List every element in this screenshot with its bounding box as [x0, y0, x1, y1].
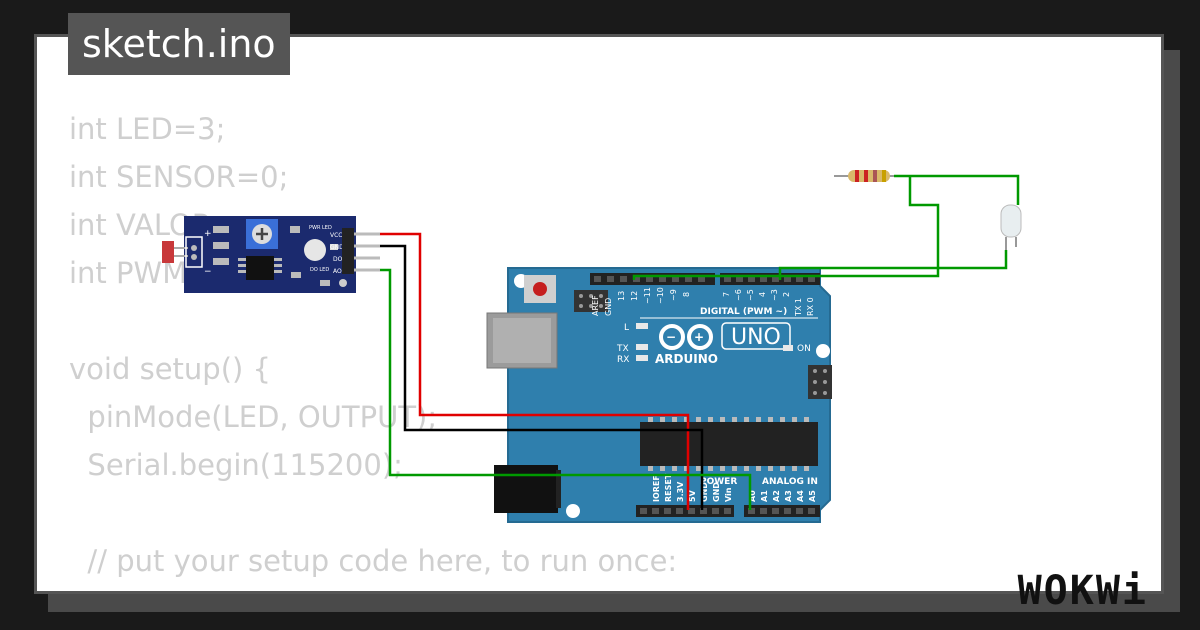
code-line: int PWM [69, 256, 188, 290]
plus-label: + [204, 229, 212, 239]
pin-label: 2 [782, 292, 791, 297]
do-led-label: DO LED [310, 267, 329, 273]
code-line: int LED=3; [69, 112, 226, 146]
pin-label: 13 [617, 291, 626, 301]
pin-label: AREF [591, 295, 600, 316]
pin-label: GND [712, 482, 721, 502]
pin-label: ~11 [643, 287, 652, 304]
minus-label: − [204, 267, 212, 277]
svg-text:−: − [666, 330, 676, 344]
pwr-led [304, 239, 326, 261]
filename-tab[interactable]: sketch.ino [68, 13, 290, 75]
l-led [636, 323, 648, 329]
code-line: void setup() { [69, 352, 271, 386]
pin-label: A1 [760, 490, 769, 502]
power-header [636, 505, 734, 517]
mount-hole [566, 504, 580, 518]
power-jack [494, 465, 558, 513]
pin-label: A3 [784, 490, 793, 502]
pin-label: A5 [808, 490, 817, 502]
pin-label: 5V [688, 489, 697, 502]
code-line: int SENSOR=0; [69, 160, 289, 194]
atmega-chip [640, 422, 818, 466]
digital-label: DIGITAL (PWM ~) [700, 307, 787, 317]
pin-label: A2 [772, 490, 781, 502]
pin-label: A4 [796, 490, 805, 502]
wire-led-anode [894, 174, 1020, 205]
pin-label: ~3 [770, 289, 779, 301]
pin-label: Vin [724, 487, 733, 502]
code-line: pinMode(LED, OUTPUT); [69, 400, 438, 434]
model-label: UNO [731, 325, 781, 350]
power-label: POWER [700, 477, 737, 487]
pin-label: 3.3V [676, 481, 685, 502]
pin-label: GND [330, 244, 344, 251]
pin-label: ~9 [669, 289, 678, 301]
tx-label: TX [616, 344, 629, 354]
ldr-sensor-module[interactable]: + − PWR LED DO LED VCC GND DO AO [162, 216, 380, 293]
code-line: Serial.begin(115200); [69, 448, 403, 482]
wokwi-logo: WOKWi [1017, 568, 1148, 614]
pin-label: GND [604, 298, 613, 316]
pin-label: RX 0 [806, 297, 815, 316]
wire-vcc [380, 232, 690, 510]
pin-label: A0 [748, 490, 757, 502]
pin-label: VCC [330, 232, 342, 239]
pin-label: 12 [630, 291, 639, 301]
arduino-uno-board[interactable]: AREF GND 13 12 ~11 ~10 ~9 8 7 ~6 ~5 4 ~3… [486, 267, 832, 523]
pin-label: ~6 [734, 289, 743, 301]
pin-label: AO [333, 268, 342, 275]
icsp2-header [808, 365, 832, 399]
pin-label: ~5 [746, 289, 755, 301]
pwr-led-label: PWR LED [309, 225, 332, 231]
resistor[interactable] [834, 170, 896, 182]
rx-led [636, 355, 648, 361]
mount-hole [816, 344, 830, 358]
pin-label: IOREF [652, 475, 661, 502]
wire-gnd [380, 244, 704, 510]
l-label: L [624, 323, 629, 333]
pin-label: GND [700, 482, 709, 502]
led[interactable] [1000, 204, 1022, 250]
arduino-logo [659, 324, 713, 350]
brand-label: ARDUINO [655, 352, 718, 366]
pin-label: TX 1 [794, 298, 803, 317]
on-led [783, 345, 793, 351]
pin-label: DO [333, 256, 343, 263]
on-label: ON [797, 344, 811, 354]
wire-ao [380, 268, 752, 510]
pin-label: 4 [758, 292, 767, 297]
wire-led-pin [778, 250, 1008, 280]
analog-label: ANALOG IN [762, 477, 818, 487]
comparator-chip [246, 256, 274, 280]
svg-text:+: + [694, 330, 704, 344]
pin-label: 8 [682, 292, 691, 297]
wire-resistor-gnd [632, 176, 940, 280]
pin-label: 7 [722, 292, 731, 297]
pin-label: RESET [664, 473, 673, 502]
rx-label: RX [617, 355, 629, 365]
code-line: // put your setup code here, to run once… [69, 544, 678, 578]
pin-label: ~10 [656, 287, 665, 304]
tx-led [636, 344, 648, 350]
ldr-icon [162, 241, 174, 263]
